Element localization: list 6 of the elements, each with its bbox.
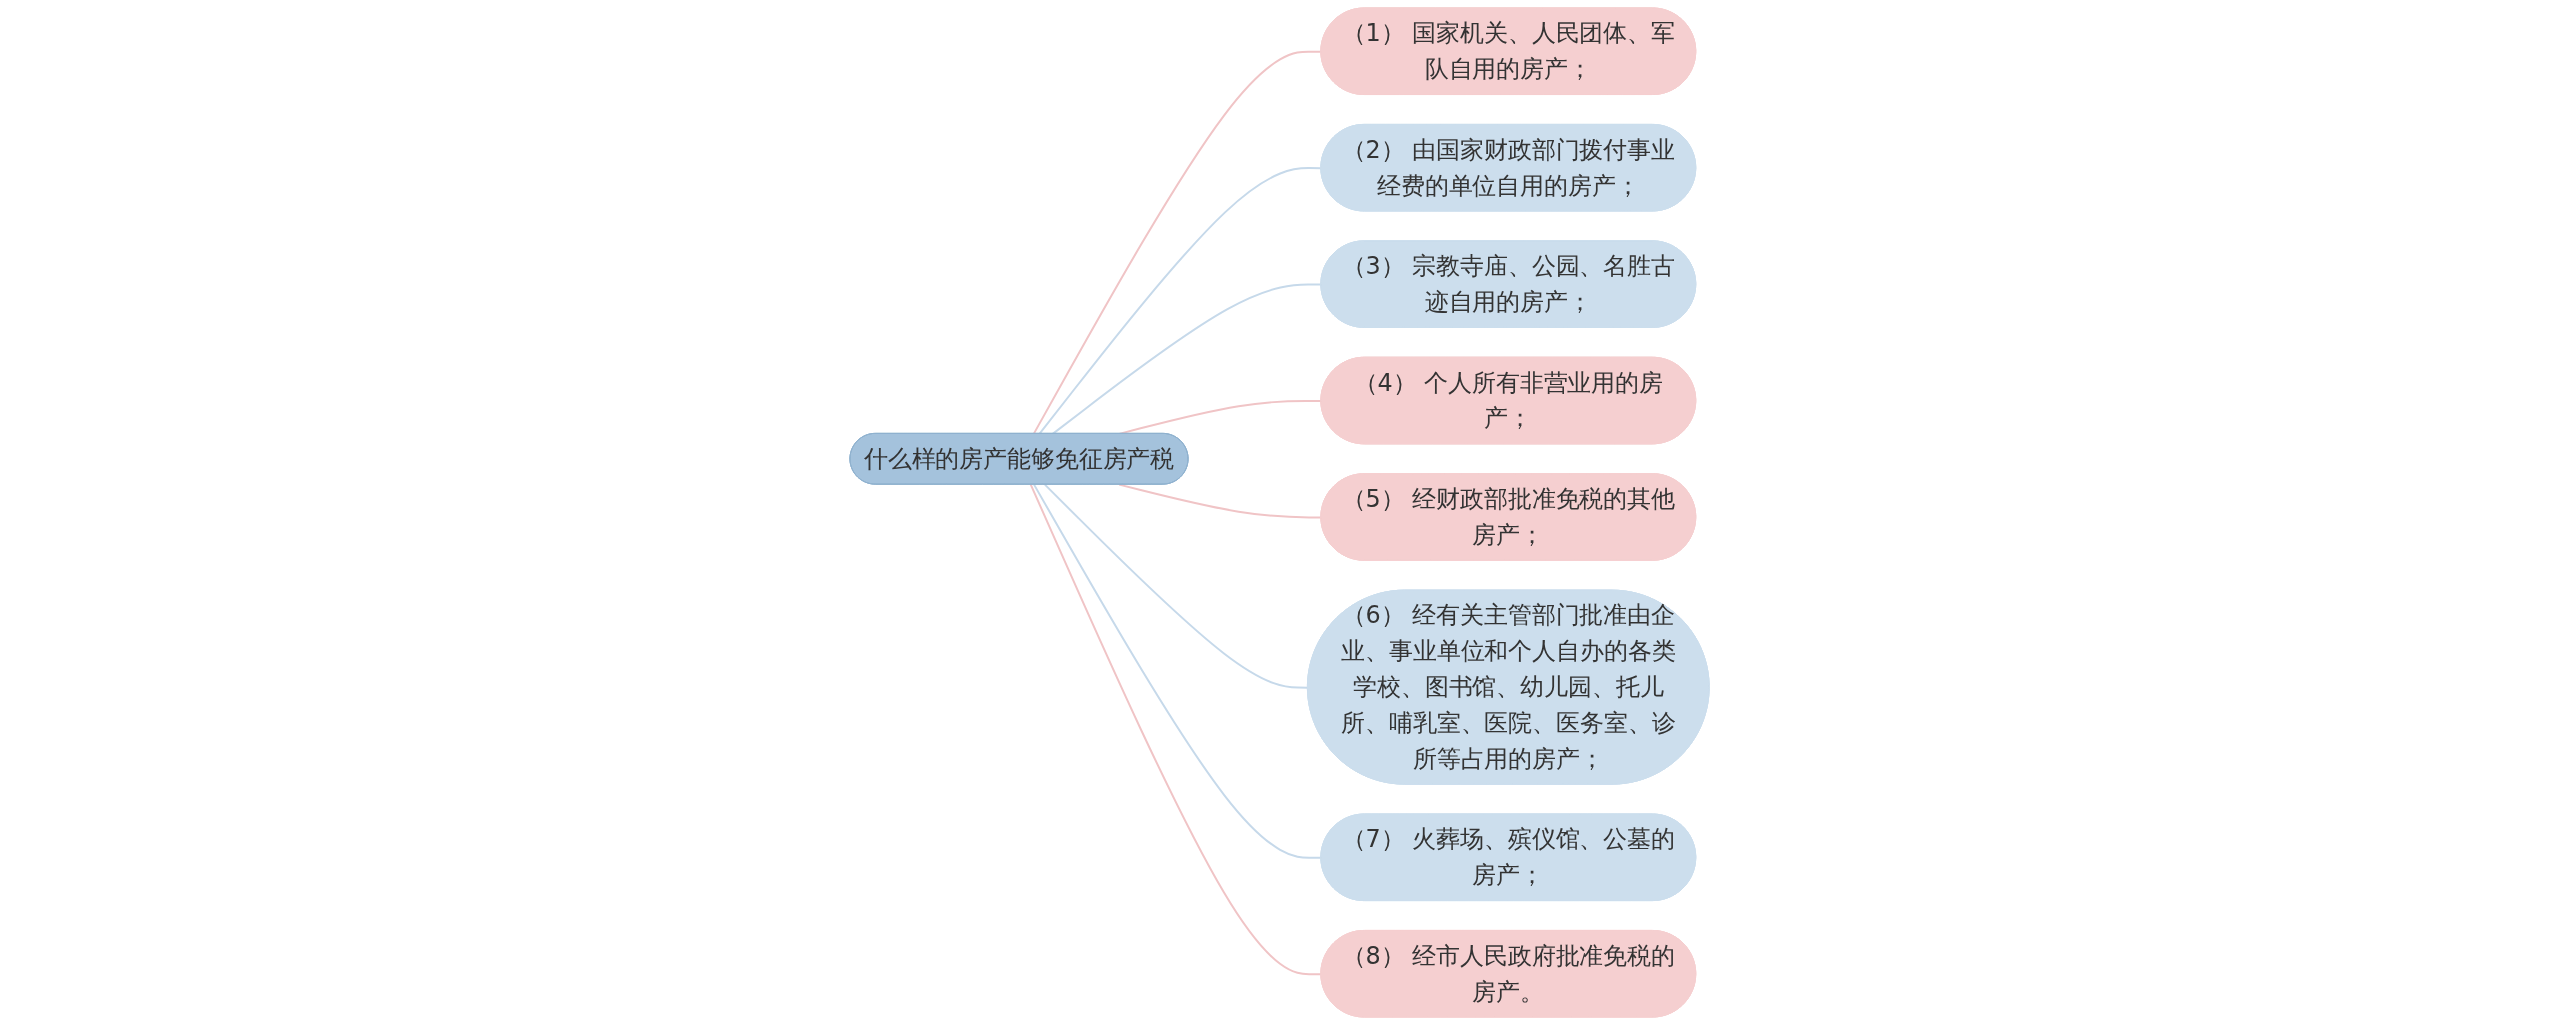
connector [1033, 483, 1323, 859]
connector [1038, 167, 1323, 435]
connector [1118, 483, 1323, 519]
connector [1030, 483, 1323, 976]
connector [1052, 283, 1323, 435]
connector [1033, 50, 1323, 435]
